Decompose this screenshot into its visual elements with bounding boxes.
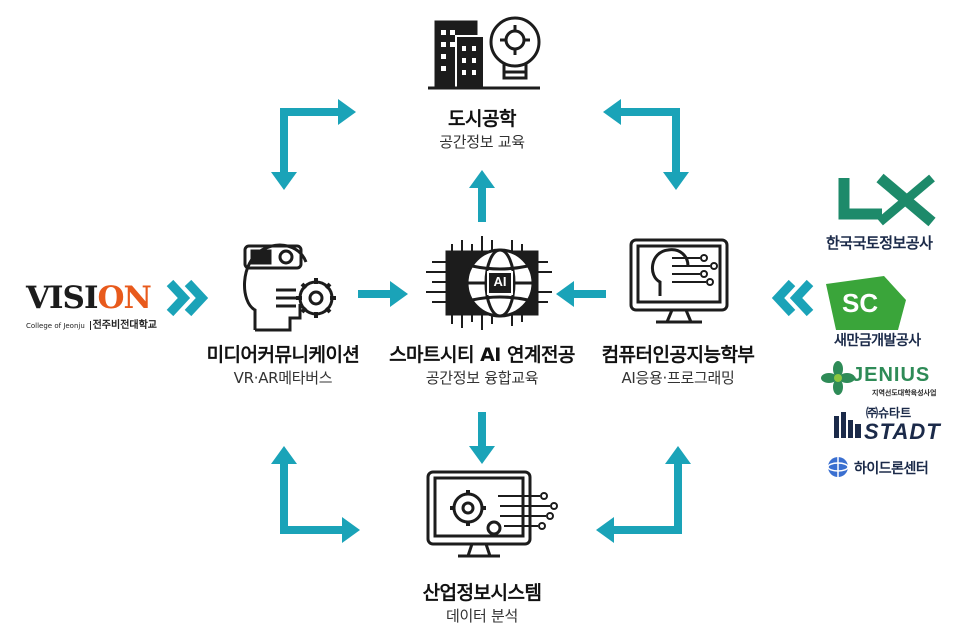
vision-college-line: College of Jeonju 전주비전대학교 (26, 316, 157, 331)
lx-partner-name: 한국국토정보공사 (826, 234, 933, 252)
left-node-title: 미디어커뮤니케이션 (206, 344, 360, 366)
hydron-globe-icon (827, 457, 849, 477)
hydron-partner-name: 하이드론센터 (854, 461, 929, 477)
arrow-top-right-bidirectional (603, 99, 689, 190)
ai-chip-icon (426, 236, 552, 330)
arrow-center-to-bottom (469, 412, 495, 464)
chevron-from-partners-icon (771, 279, 814, 317)
sc-logo-icon (826, 276, 906, 330)
vision-wordmark: VISION (26, 282, 156, 314)
jenius-program-name: 지역선도대학육성사업 (872, 389, 937, 397)
stadt-prefix: ㈜슈타트 (866, 406, 912, 420)
monitor-gear-circuit-icon (426, 470, 558, 558)
arrow-right-to-center (556, 281, 606, 307)
arrow-left-to-center (358, 281, 408, 307)
city-building-lightbulb-icon (428, 16, 541, 90)
center-node-subtitle: 공간정보 융합교육 (425, 369, 539, 387)
jenius-logo-text: JENIUS (852, 364, 931, 386)
monitor-head-circuit-icon (629, 238, 729, 324)
ai-badge: AI (493, 274, 507, 289)
stadt-building-icon (834, 412, 861, 438)
vr-headset-gear-icon (243, 243, 336, 332)
vision-college-en: College of Jeonju (26, 322, 85, 330)
bottom-node-title: 산업정보시스템 (422, 582, 542, 604)
vision-college-ko: 전주비전대학교 (92, 320, 157, 331)
left-node-subtitle: VR·AR메타버스 (233, 369, 333, 387)
stadt-logo-text: STADT (864, 419, 941, 444)
arrow-bottom-right-bidirectional (596, 446, 691, 543)
jenius-flower-icon (821, 361, 855, 395)
vision-logo: VISION College of Jeonju 전주비전대학교 (26, 282, 157, 331)
sc-logo-text: SC (842, 288, 879, 318)
center-node-title: 스마트시티 AI 연계전공 (389, 344, 575, 366)
vision-word-accent: ON (97, 280, 151, 316)
arrow-center-to-top (469, 170, 495, 222)
vision-word-dark: VISI (26, 280, 98, 316)
right-node-title: 컴퓨터인공지능학부 (601, 344, 755, 366)
right-node-subtitle: AI응용·프로그래밍 (621, 369, 735, 387)
arrow-top-left-bidirectional (271, 99, 356, 190)
chevron-from-vision-icon (166, 279, 209, 317)
sc-partner-name: 새만금개발공사 (834, 333, 921, 349)
bottom-node-subtitle: 데이터 분석 (446, 607, 518, 625)
top-node-subtitle: 공간정보 교육 (439, 133, 525, 151)
arrow-bottom-left-bidirectional (271, 446, 360, 543)
top-node-title: 도시공학 (448, 108, 516, 130)
lx-logo-icon (838, 173, 936, 227)
